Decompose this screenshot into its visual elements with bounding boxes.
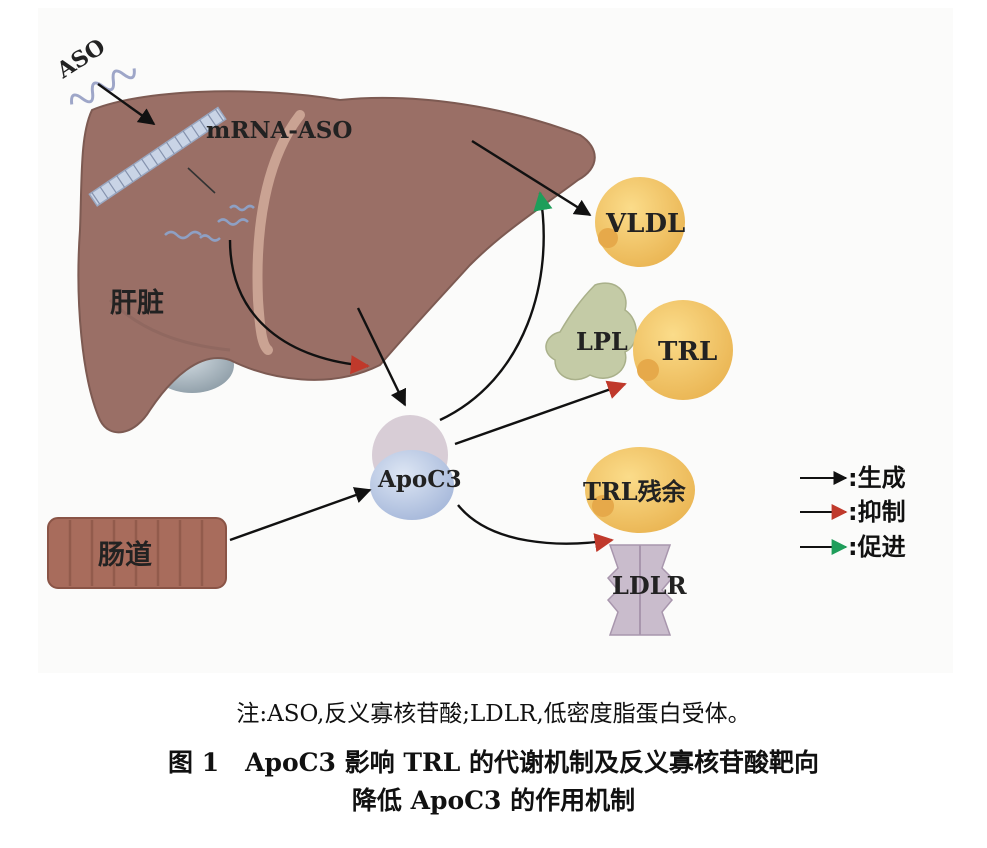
arrow-apoc3-inhibit-lpl [454,380,627,446]
legend: :生成 :抑制 :促进 [800,464,906,561]
arrow-apoc3-promote-vldl [439,191,553,422]
trl-remnant-particle [585,447,695,533]
mrna-fragments-2 [229,204,255,212]
lpl-enzyme [545,282,637,381]
label-apoc3: ApoC3 [377,466,462,493]
intestine [47,517,227,589]
mrna-fragments [164,218,249,242]
arrow-liver-to-apoc3 [356,307,407,407]
mrna-aso-duplex [88,106,227,207]
figure-note: 注:ASO,反义寡核苷酸;LDLR,低密度脂蛋白受体。 [236,701,751,727]
connector-aso-mrna [187,167,216,194]
liver-shading [108,298,231,352]
arrow-liver-to-vldl [471,139,592,217]
apoc3-protein [370,415,454,520]
arrow-aso-to-liver [97,83,156,125]
label-liver: 肝脏 [110,288,164,319]
legend-label-promote: :促进 [848,533,906,561]
label-trl-remnant: TRL残余 [583,477,687,506]
figure-caption: 图 1 ApoC3 影响 TRL 的代谢机制及反义寡核苷酸靶向 降低 ApoC3 … [0,744,987,820]
trl-particle [633,300,733,400]
arrow-apoc3-inhibit-ldlr [457,504,614,553]
label-ldlr: LDLR [612,571,688,600]
arrow-fragments-inhibit [228,239,370,375]
liver-lobe-divider [252,110,305,355]
label-intestine: 肠道 [98,539,152,571]
mechanism-diagram: ASO mRNA-ASO 肝脏 肠道 ApoC3 VLDL LPL TRL TR… [47,33,906,636]
label-lpl: LPL [576,327,628,356]
caption-line-2: 降低 ApoC3 的作用机制 [351,786,636,815]
label-mrna-aso: mRNA-ASO [206,117,352,144]
legend-label-generate: :生成 [848,464,906,492]
figure-number: 图 1 [167,748,220,777]
label-trl: TRL [658,337,717,367]
legend-label-inhibit: :抑制 [848,498,906,526]
label-vldl: VLDL [605,209,685,239]
caption-line-1-text: ApoC3 影响 TRL 的代谢机制及反义寡核苷酸靶向 [245,748,820,777]
arrow-intestine-to-apoc3 [229,487,372,542]
vldl-particle [595,177,685,267]
caption-line-1: 图 1 ApoC3 影响 TRL 的代谢机制及反义寡核苷酸靶向 [0,744,987,782]
